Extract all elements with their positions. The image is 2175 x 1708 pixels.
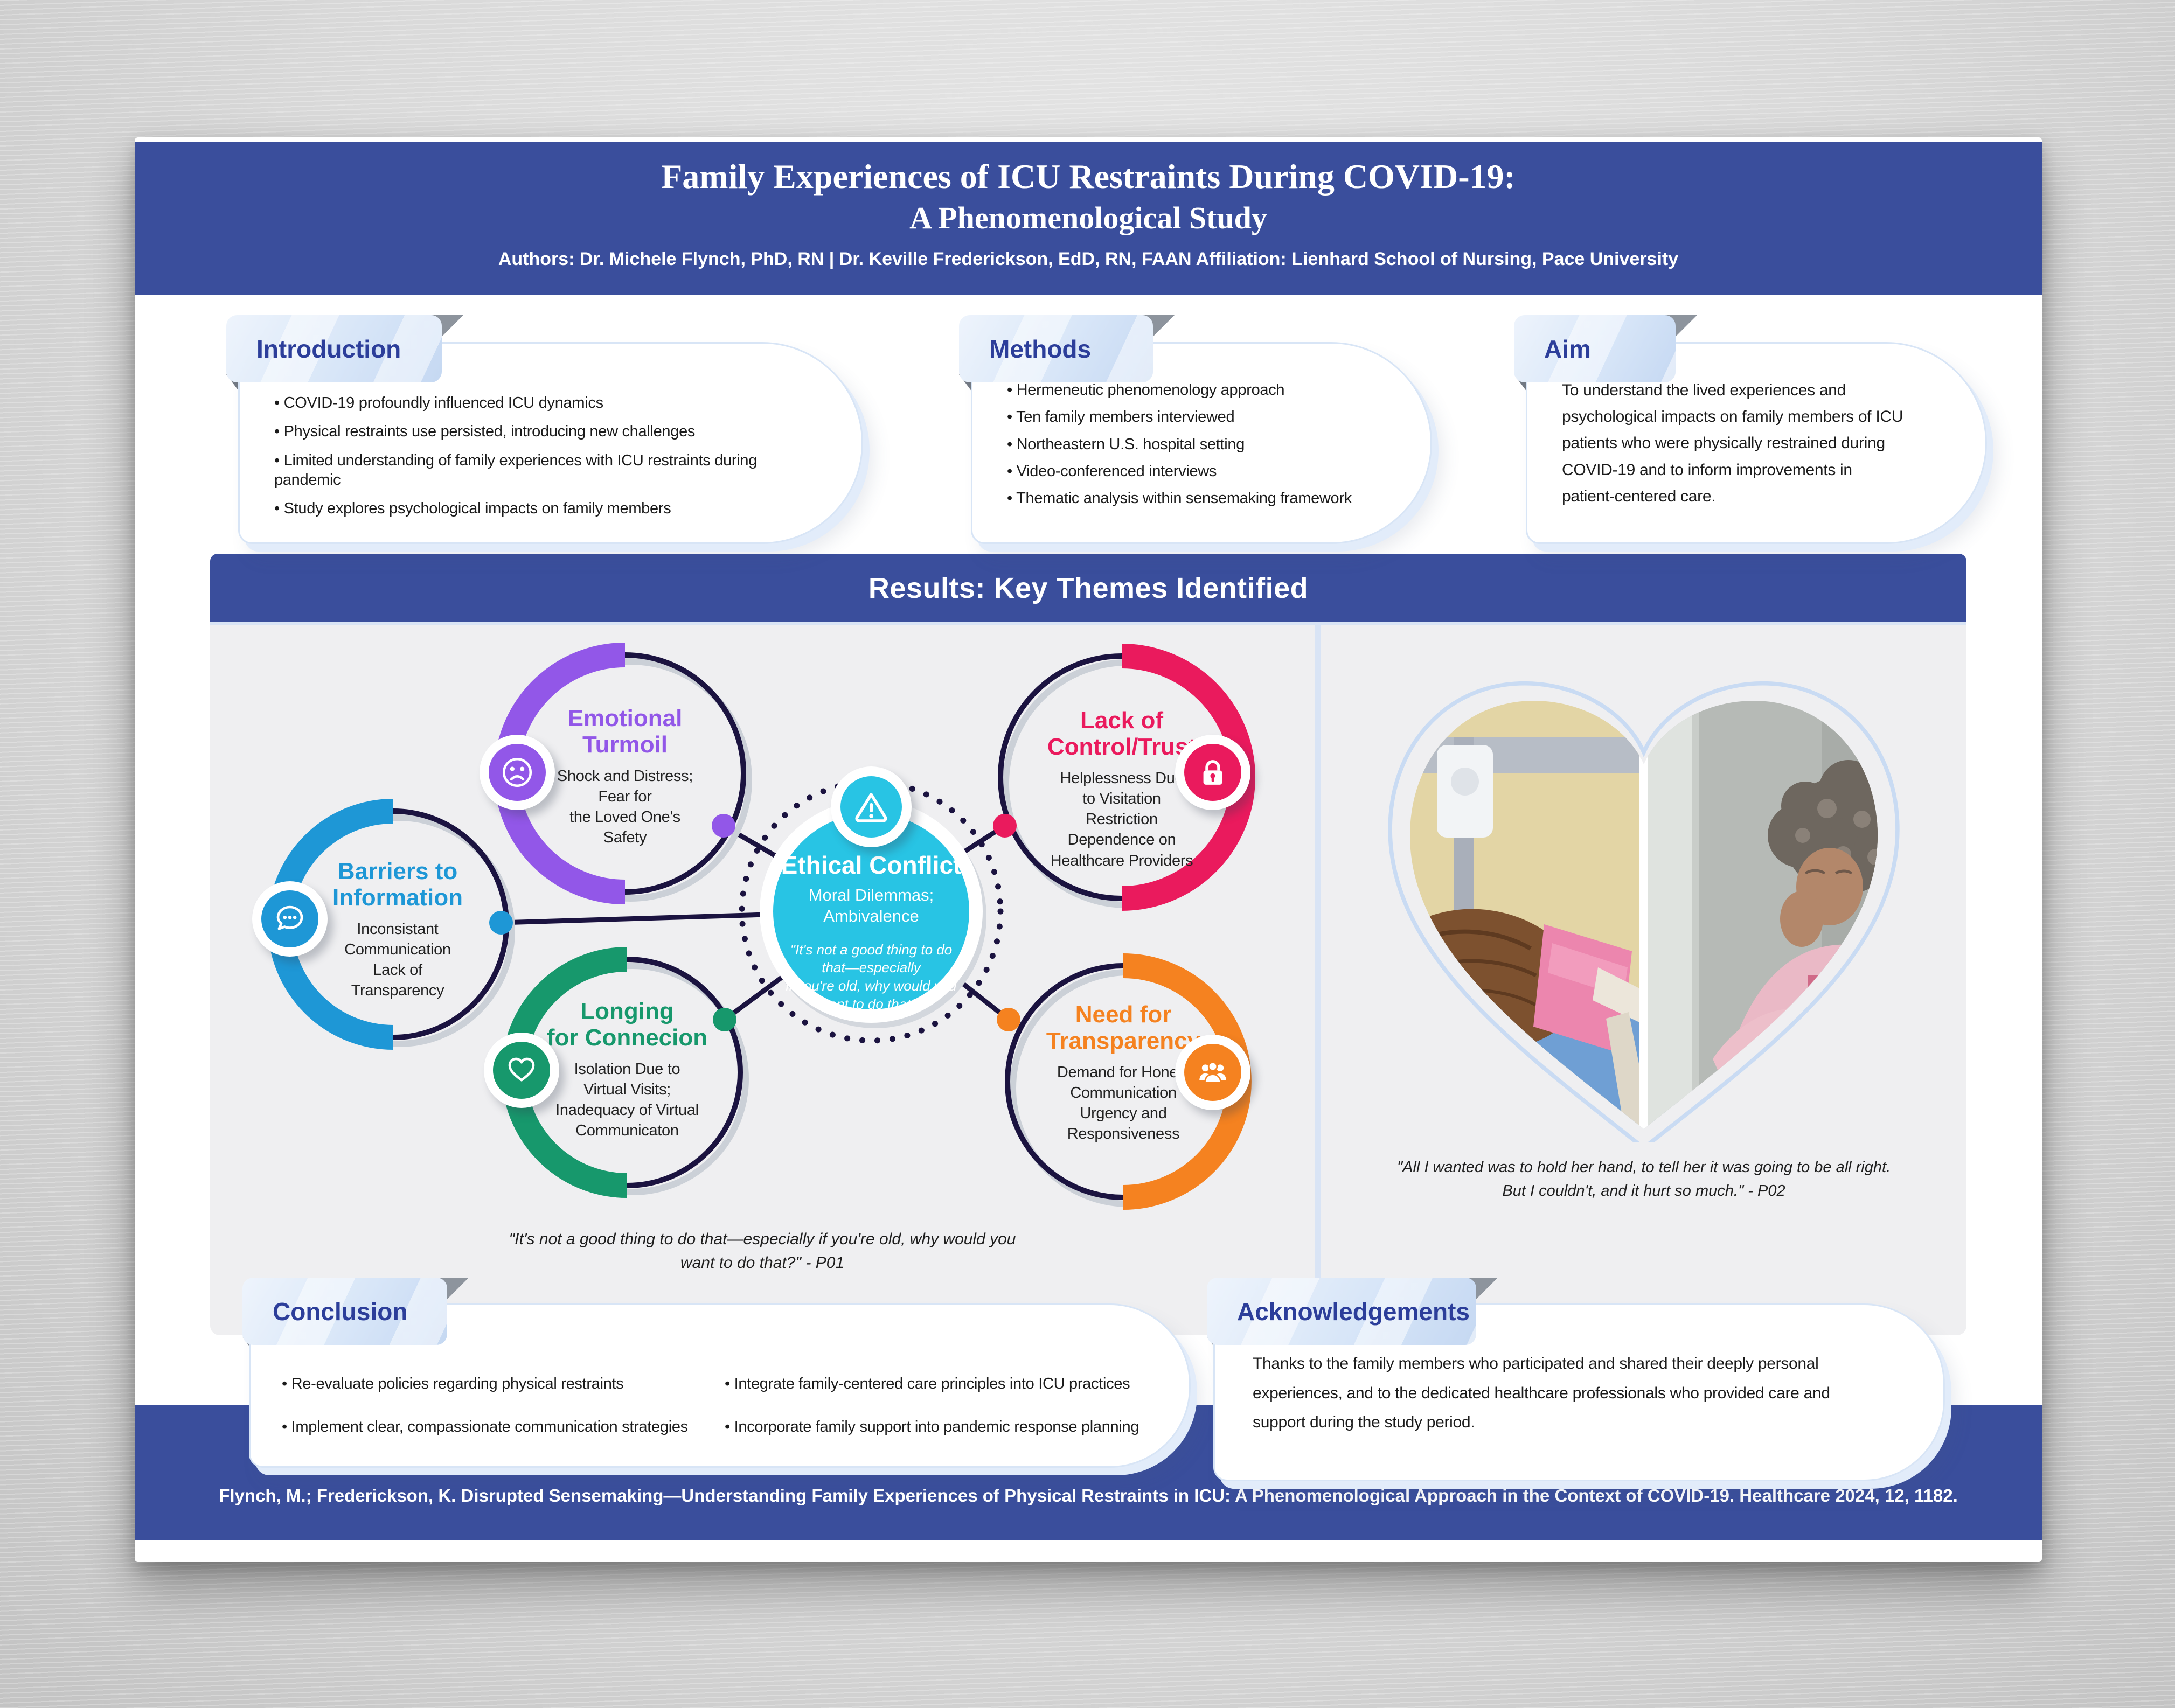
conclusion-section: Re-evaluate policies regarding physical … [242, 1278, 1191, 1468]
theme-desc: Helplessness Due to Visitation Restricti… [1050, 769, 1193, 869]
emotional-turmoil-badge [480, 735, 555, 810]
methods-bullet: Thematic analysis within sensemaking fra… [1007, 489, 1366, 508]
lock-icon [1184, 744, 1241, 801]
authors-line: Authors: Dr. Michele Flynch, PhD, RN | D… [498, 249, 1679, 269]
heart-photo [1388, 681, 1900, 1142]
research-poster: Family Experiences of ICU Restraints Dur… [135, 137, 2042, 1562]
theme-title: Emotional Turmoil [567, 705, 683, 758]
ethical-conflict-badge [831, 766, 912, 847]
theme-title: Lack of Control/Trust [1047, 707, 1197, 761]
methods-tab: Methods [959, 315, 1153, 382]
results-banner-title: Results: Key Themes Identified [868, 571, 1309, 604]
introduction-section: COVID-19 profoundly influenced ICU dynam… [226, 315, 865, 544]
acknowledgements-title: Acknowledgements [1237, 1297, 1470, 1326]
aim-title: Aim [1544, 334, 1591, 363]
theme-desc: Inconsistant Communication Lack of Trans… [344, 920, 451, 1000]
conclusion-bullet: Implement clear, compassionate communica… [282, 1417, 707, 1437]
conclusion-title: Conclusion [273, 1297, 408, 1326]
theme-ethical-conflict: Ethical Conflict Moral Dilemmas; Ambival… [772, 850, 971, 1014]
conclusion-bullet: Integrate family-centered care principle… [725, 1374, 1177, 1393]
methods-section: Hermeneutic phenomenology approach Ten f… [959, 315, 1433, 544]
methods-bullet: Video-conferenced interviews [1007, 462, 1366, 481]
methods-bullet: Northeastern U.S. hospital setting [1007, 435, 1366, 454]
introduction-tab: Introduction [226, 315, 442, 382]
theme-desc: Demand for Honest Communication Urgency … [1057, 1063, 1190, 1143]
methods-bullet: Hermeneutic phenomenology approach [1007, 380, 1366, 400]
sad-face-icon [489, 744, 546, 801]
introduction-bullet: Limited understanding of family experien… [274, 451, 797, 490]
theme-emotional-turmoil: Emotional Turmoil Shock and Distress; Fe… [515, 705, 735, 848]
photo-panel: "All I wanted was to hold her hand, to t… [1321, 625, 1966, 1335]
heart-icon [493, 1042, 550, 1099]
header-band: Family Experiences of ICU Restraints Dur… [135, 142, 2042, 295]
introduction-title: Introduction [256, 334, 401, 363]
citation: Flynch, M.; Frederickson, K. Disrupted S… [219, 1486, 1958, 1505]
themes-diagram [268, 643, 1255, 1210]
theme-desc: Isolation Due to Virtual Visits; Inadequ… [555, 1060, 699, 1140]
theme-title: Longing for Connecion [546, 998, 708, 1051]
theme-lack-of-control-trust: Lack of Control/Trust Helplessness Due t… [1006, 707, 1238, 871]
methods-title: Methods [989, 334, 1092, 363]
center-theme-quote: "It's not a good thing to do that—especi… [786, 941, 957, 1012]
need-for-transparency-badge [1175, 1035, 1250, 1110]
themes-diagram-panel: Emotional Turmoil Shock and Distress; Fe… [210, 625, 1315, 1335]
theme-longing-for-connection: Longing for Connecion Isolation Due to V… [509, 998, 746, 1141]
acknowledgements-section: Thanks to the family members who partici… [1207, 1278, 1945, 1481]
center-theme-subtitle: Moral Dilemmas; Ambivalence [808, 886, 934, 925]
aim-text: To understand the lived experiences and … [1562, 381, 1903, 505]
aim-section: To understand the lived experiences and … [1514, 315, 1988, 544]
theme-need-for-transparency: Need for Transparency Demand for Honest … [1005, 1001, 1242, 1145]
participant-quote-p01: "It's not a good thing to do that—especi… [509, 1230, 1016, 1272]
center-theme-title: Ethical Conflict [781, 851, 962, 879]
people-icon [1184, 1044, 1241, 1101]
introduction-bullet: Physical restraints use persisted, intro… [274, 422, 797, 441]
chat-icon [261, 890, 318, 947]
barriers-to-information-badge [252, 881, 328, 957]
results-banner: Results: Key Themes Identified [210, 554, 1966, 622]
divider [210, 622, 1966, 625]
aim-body: To understand the lived experiences and … [1526, 342, 1987, 544]
participant-quote-p02: "All I wanted was to hold her hand, to t… [1396, 1159, 1891, 1200]
introduction-bullet: Study explores psychological impacts on … [274, 499, 797, 518]
conclusion-bullet: Re-evaluate policies regarding physical … [282, 1374, 707, 1393]
introduction-body: COVID-19 profoundly influenced ICU dynam… [238, 342, 863, 544]
conclusion-tab: Conclusion [242, 1278, 447, 1345]
conclusion-bullet: Incorporate family support into pandemic… [725, 1417, 1177, 1437]
theme-desc: Shock and Distress; Fear for the Loved O… [557, 767, 693, 847]
warning-icon [840, 776, 902, 838]
methods-bullet: Ten family members interviewed [1007, 407, 1366, 427]
poster-title-line1: Family Experiences of ICU Restraints Dur… [661, 157, 1516, 196]
poster-title-line2: A Phenomenological Study [909, 200, 1267, 235]
introduction-bullet: COVID-19 profoundly influenced ICU dynam… [274, 393, 797, 413]
aim-tab: Aim [1514, 315, 1676, 382]
acknowledgements-tab: Acknowledgements [1207, 1278, 1476, 1345]
lack-of-control-badge [1175, 735, 1250, 810]
theme-barriers-to-information: Barriers to Information Inconsistant Com… [290, 858, 505, 1001]
theme-title: Barriers to Information [332, 858, 463, 911]
longing-for-connection-badge [484, 1033, 559, 1108]
divider [1315, 625, 1321, 1335]
theme-title: Need for Transparency [1046, 1001, 1201, 1055]
acknowledgements-text: Thanks to the family members who partici… [1253, 1355, 1830, 1432]
